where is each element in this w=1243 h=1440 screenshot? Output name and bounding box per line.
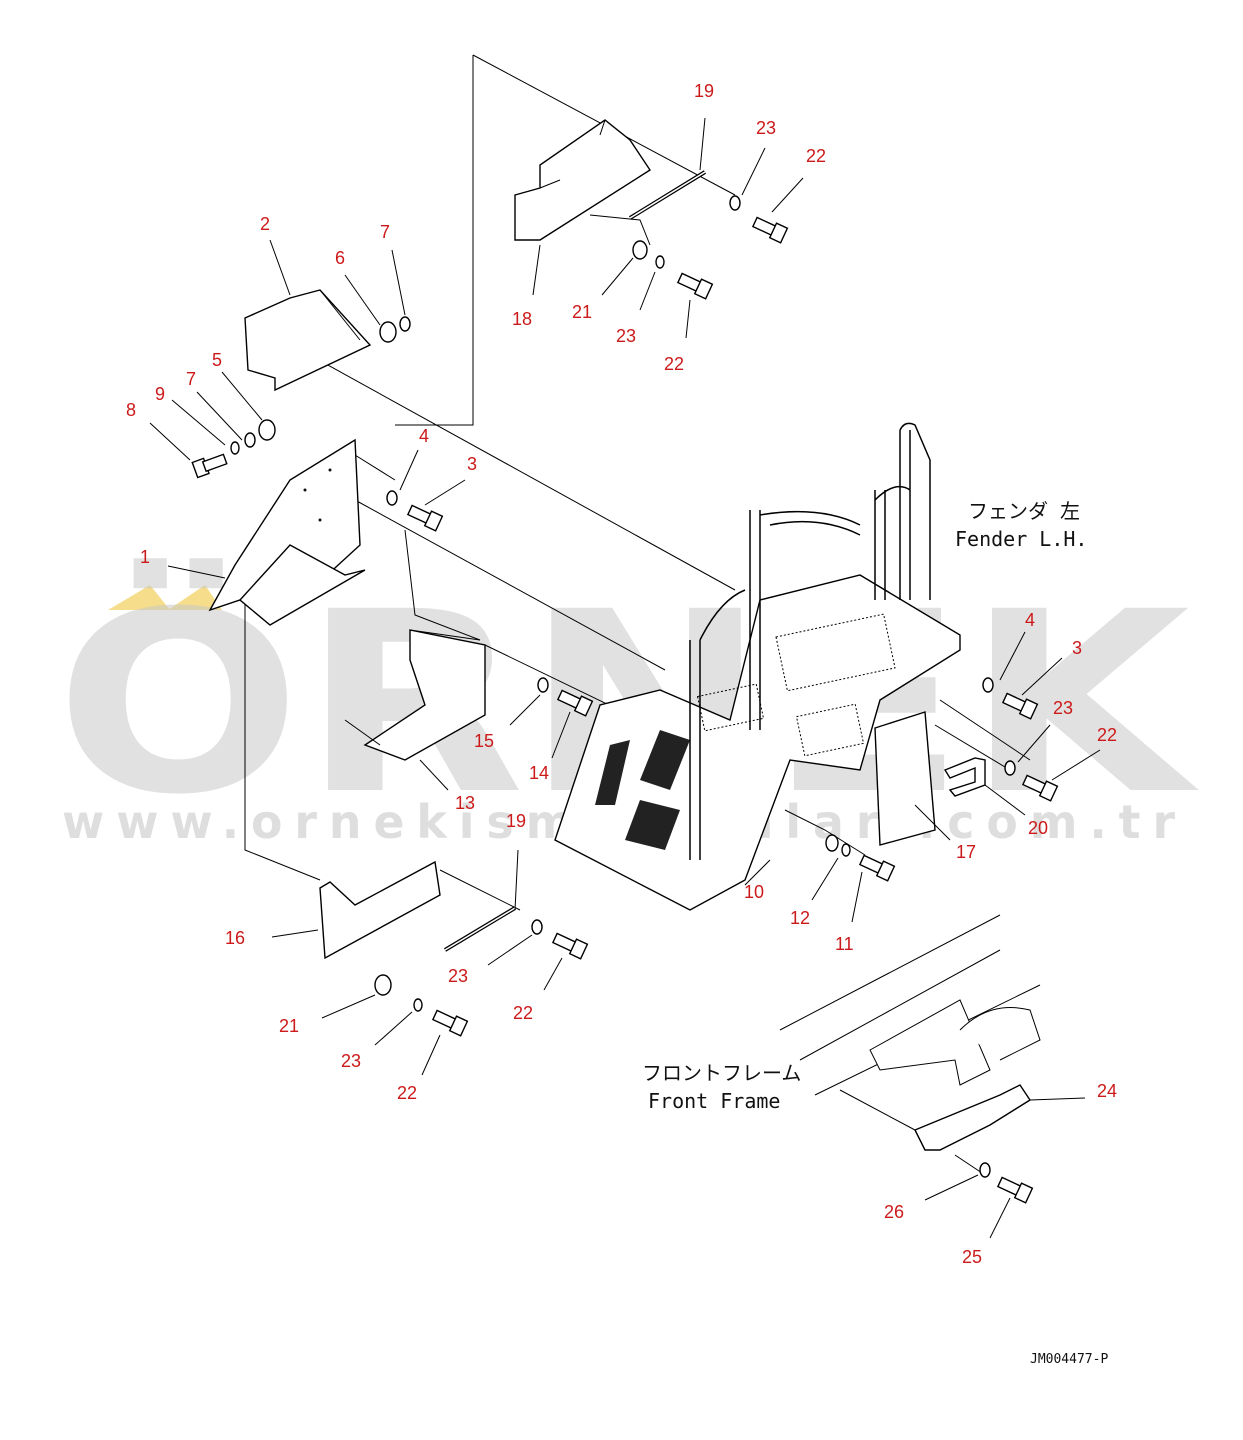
front-frame [779,914,1041,1096]
text-labels: フェンダ 左 Fender L.H. フロントフレーム Front Frame … [642,499,1108,1367]
hardware-top [632,195,789,300]
fender-label-en: Fender L.H. [955,527,1087,551]
part-18-guard-plate [514,119,651,241]
callout-3-right: 3 [1072,638,1082,658]
callout-19-upper: 19 [694,81,714,101]
callout-1: 1 [140,547,150,567]
callout-8: 8 [126,400,136,420]
callout-4-right: 4 [1025,610,1035,630]
callout-22-top: 22 [806,146,826,166]
part-16-guard-plate [319,860,589,1037]
callout-22-mid: 22 [513,1003,533,1023]
callout-7-lower: 7 [186,369,196,389]
callout-6: 6 [335,248,345,268]
callout-3-upper: 3 [467,454,477,474]
frame-label-jp: フロントフレーム [642,1061,801,1085]
part-20-clip [943,757,986,797]
part-13-guard [344,629,486,761]
callout-23-mid: 23 [448,966,468,986]
fender-label-jp: フェンダ 左 [968,499,1080,523]
callout-22-upper: 22 [664,354,684,374]
callouts: 1 2 3 3 4 4 5 6 7 7 8 9 10 11 12 13 14 1… [126,81,1117,1267]
callout-21-lower: 21 [279,1016,299,1036]
callout-12: 12 [790,908,810,928]
hardware-right [825,677,1059,882]
hardware-14-15 [537,677,594,717]
part-19-rod-top [628,170,707,220]
hardware-mid-left [386,490,444,532]
callout-22-right: 22 [1097,725,1117,745]
callout-5: 5 [212,350,222,370]
callout-10: 10 [744,882,764,902]
callout-17: 17 [956,842,976,862]
callout-18: 18 [512,309,532,329]
callout-2: 2 [260,214,270,234]
watermark-umlaut-right [168,585,222,610]
callout-23-upper: 23 [616,326,636,346]
callout-21-upper: 21 [572,302,592,322]
frame-label-en: Front Frame [648,1089,780,1113]
callout-23-right: 23 [1053,698,1073,718]
callout-14: 14 [529,763,549,783]
leader-lines [149,117,1101,1239]
callout-20: 20 [1028,818,1048,838]
part-1-mud-guard [208,438,366,626]
callout-13: 13 [455,793,475,813]
callout-22-lower: 22 [397,1083,417,1103]
callout-26: 26 [884,1202,904,1222]
callout-23-top: 23 [756,118,776,138]
callout-24: 24 [1097,1081,1117,1101]
callout-9: 9 [155,384,165,404]
callout-15: 15 [474,731,494,751]
callout-16: 16 [225,928,245,948]
callout-7-upper: 7 [380,222,390,242]
part-24-plate [914,1084,1034,1204]
watermark-umlaut-left [108,585,170,610]
callout-4-upper: 4 [419,426,429,446]
part-2-bracket [191,289,411,479]
handrails [689,422,931,860]
callout-19-lower: 19 [506,811,526,831]
callout-23-lower: 23 [341,1051,361,1071]
part-17-cover [874,711,936,846]
callout-25: 25 [962,1247,982,1267]
drawing-id: JM004477-P [1030,1352,1108,1367]
callout-11: 11 [835,934,854,954]
